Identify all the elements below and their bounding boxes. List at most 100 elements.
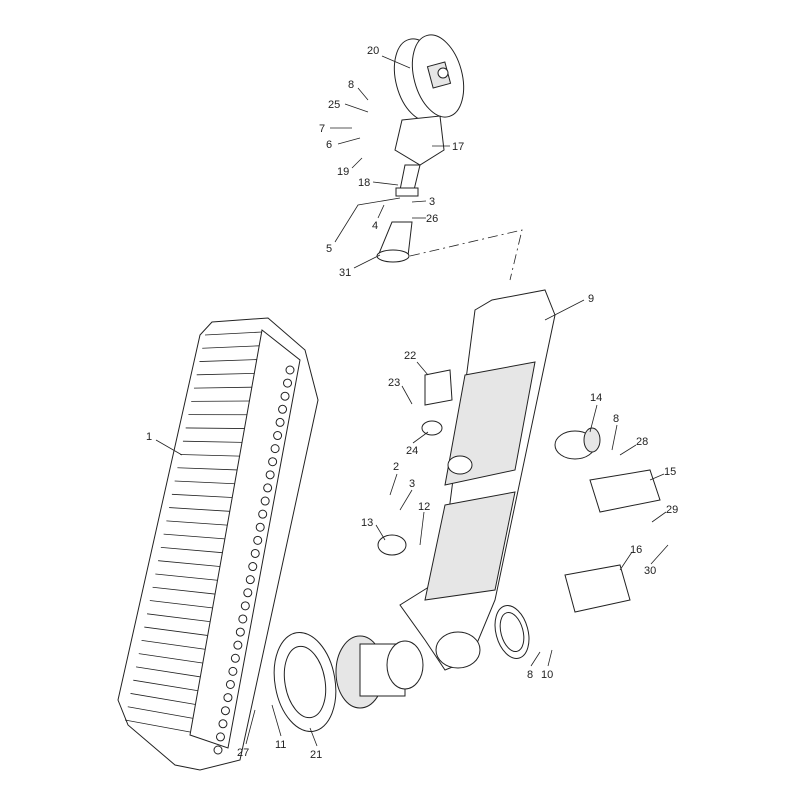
chain-link [258,509,268,519]
track-shoe [141,639,205,650]
chain-link [240,601,250,611]
label-8b: 8 [613,413,619,425]
label-7: 7 [319,123,325,135]
chain-link [235,627,245,637]
leader-lines [155,55,669,747]
chain-link [218,719,228,729]
chain-link [260,496,270,506]
label-16: 16 [630,544,642,556]
track-shoe [158,560,220,567]
label-8c: 8 [527,669,533,681]
label-5: 5 [326,243,332,255]
chain-link [253,535,263,545]
label-8: 8 [348,79,354,91]
track-shoe [152,586,215,595]
idler-wheel [393,34,465,122]
chain-link [270,444,280,454]
chain-link [268,457,278,467]
label-18: 18 [358,177,370,189]
track-shoe [149,600,213,609]
chain-link [228,666,238,676]
tension-cylinder [376,187,419,263]
chain-link [273,431,283,441]
track-shoe [193,386,253,389]
carrier-roller [554,427,601,460]
track-shoe [182,440,243,443]
label-26: 26 [426,213,438,225]
chain-link [278,404,288,414]
bracket-22 [421,369,453,436]
label-29: 29 [666,504,678,516]
chain-link [265,470,275,480]
chain-link [283,378,293,388]
label-30: 30 [644,565,656,577]
label-12: 12 [418,501,430,513]
ring-gear [494,605,530,659]
final-drive [335,635,424,709]
track-shoe [199,359,258,362]
label-15: 15 [664,466,676,478]
chain-link [213,745,223,755]
track-shoe [185,427,245,429]
label-11: 11 [275,739,286,751]
track-guard-lower [564,564,631,613]
label-13: 13 [361,517,373,529]
label-4: 4 [372,220,378,232]
label-28: 28 [636,436,648,448]
label-23: 23 [388,377,400,389]
track-shoe [196,372,255,376]
track-shoe [144,626,208,636]
label-24: 24 [406,445,418,457]
chain-link [275,417,285,427]
track-shoe [174,480,235,485]
chain-link [230,653,240,663]
track-shoe [147,613,210,623]
chain-link [225,679,235,689]
track-shoe [180,454,240,457]
track-shoe [160,547,223,554]
track-shoe [163,533,225,540]
track-shoe [169,507,230,512]
label-14: 14 [590,392,602,404]
chain-link [263,483,273,493]
label-20: 20 [367,45,379,57]
label-27: 27 [237,747,249,759]
chain-link [238,614,248,624]
chain-link [233,640,243,650]
label-3: 3 [429,196,435,208]
chain-link [280,391,290,401]
track-shoe [177,467,238,471]
track-shoe [133,679,198,692]
label-2: 2 [393,461,399,473]
label-3b: 3 [409,478,415,490]
track-shoe [204,331,263,336]
chain-link [243,588,253,598]
track-shoe [166,520,228,526]
label-6: 6 [326,139,332,151]
track-shoe [135,666,200,678]
track-shoe [124,719,191,733]
chain-link [285,365,295,375]
track-shoe [130,693,196,705]
part-labels: 20 8 25 7 6 17 19 18 3 4 26 5 31 9 22 23… [146,45,678,761]
chain-link [220,706,230,716]
label-31: 31 [339,267,351,279]
track-shoe [138,653,203,664]
label-9: 9 [588,293,594,305]
chain-link [223,693,233,703]
chain-link [215,732,225,742]
chain-link [255,522,265,532]
track-shoe [155,573,218,581]
label-25: 25 [328,99,340,111]
label-21: 21 [310,749,322,761]
track-shoe [127,706,193,719]
chain-link [245,575,255,585]
track-shoe [171,493,233,498]
label-17: 17 [452,141,464,153]
idler-yoke [394,115,445,191]
chain-link [250,548,260,558]
track-chain [117,317,319,771]
label-10: 10 [541,669,553,681]
